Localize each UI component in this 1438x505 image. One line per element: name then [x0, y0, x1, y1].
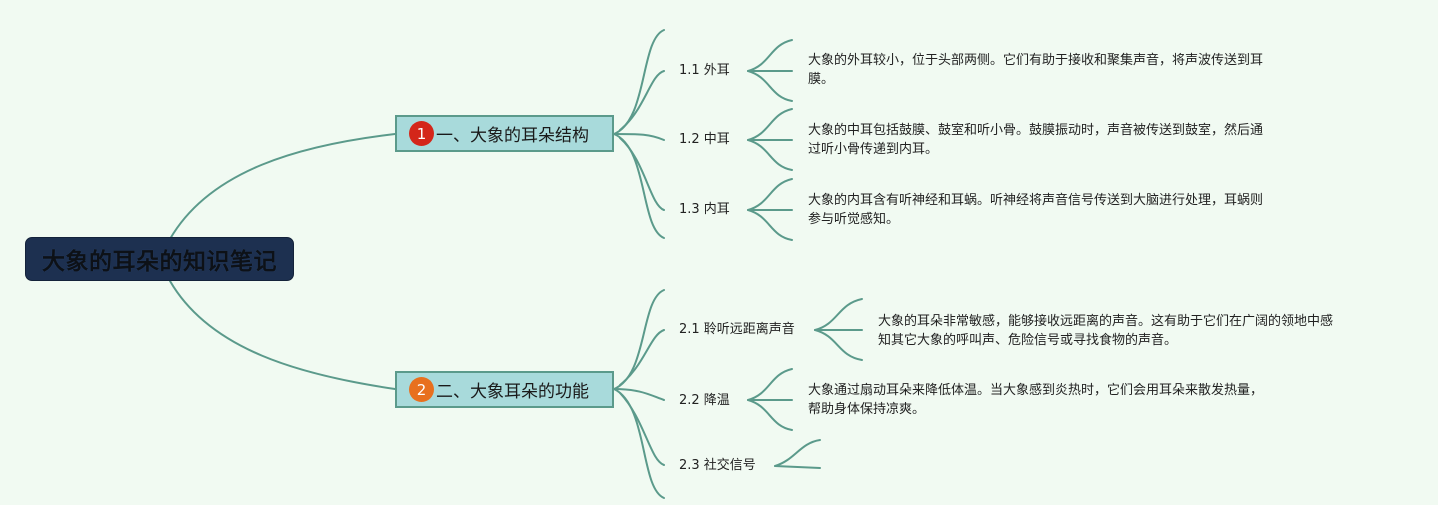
priority-1-badge-icon: 1 — [409, 121, 434, 146]
connector-branch-1-bottom — [613, 133, 665, 239]
connector-branch-1-top — [613, 29, 665, 135]
connector-branch-2-sub-1 — [619, 329, 665, 386]
branch-topic-label: 二、大象耳朵的功能 — [436, 382, 589, 402]
branch-topic-structure[interactable]: 1 一、大象的耳朵结构 — [395, 115, 614, 152]
connector-root-to-branch-1 — [169, 133, 396, 240]
connector-2-2-bottom — [747, 399, 793, 431]
subtopic-outer-ear[interactable]: 1.1 外耳 — [679, 63, 730, 78]
connector-branch-2-sub-3 — [619, 392, 665, 466]
connector-2-3-bottom — [774, 465, 821, 469]
connector-1-3-top — [747, 178, 793, 211]
connector-2-1-bottom — [814, 329, 863, 361]
connector-1-3-bottom — [747, 209, 793, 241]
subtopic-long-distance-hearing[interactable]: 2.1 聆听远距离声音 — [679, 322, 795, 337]
branch-topic-function[interactable]: 2 二、大象耳朵的功能 — [395, 371, 614, 408]
subtopic-middle-ear[interactable]: 1.2 中耳 — [679, 132, 730, 147]
note-middle-ear[interactable]: 大象的中耳包括鼓膜、鼓室和听小骨。鼓膜振动时，声音被传送到鼓室，然后通 过听小骨… — [808, 123, 1264, 157]
subtopic-social-signal[interactable]: 2.3 社交信号 — [679, 458, 756, 473]
connector-root-to-branch-2 — [169, 280, 396, 390]
connector-branch-1-mid — [613, 133, 665, 141]
connector-branch-2-bottom — [613, 388, 665, 499]
branch-topic-label: 一、大象的耳朵结构 — [436, 126, 589, 146]
root-topic-label: 大象的耳朵的知识笔记 — [42, 249, 277, 275]
subtopic-inner-ear[interactable]: 1.3 内耳 — [679, 202, 730, 217]
root-topic[interactable]: 大象的耳朵的知识笔记 — [25, 237, 294, 281]
note-inner-ear[interactable]: 大象的内耳含有听神经和耳蜗。听神经将声音信号传送到大脑进行处理，耳蜗则 参与听觉… — [808, 193, 1264, 227]
connector-1-1-top — [747, 39, 793, 72]
connector-1-2-bottom — [747, 139, 793, 171]
note-cooling[interactable]: 大象通过扇动耳朵来降低体温。当大象感到炎热时，它们会用耳朵来散发热量， 帮助身体… — [808, 383, 1264, 417]
connector-branch-2-top — [613, 289, 665, 390]
note-long-distance-hearing[interactable]: 大象的耳朵非常敏感，能够接收远距离的声音。这有助于它们在广阔的领地中感 知其它大… — [878, 314, 1334, 348]
subtopic-cooling[interactable]: 2.2 降温 — [679, 393, 730, 408]
note-outer-ear[interactable]: 大象的外耳较小，位于头部两侧。它们有助于接收和聚集声音，将声波传送到耳 膜。 — [808, 53, 1264, 87]
connector-2-2-top — [747, 368, 793, 401]
connector-branch-1-sub-3 — [619, 137, 665, 211]
connector-2-1-top — [814, 298, 863, 331]
connector-branch-2-mid — [613, 388, 665, 401]
connector-1-1-bottom — [747, 70, 793, 102]
connector-branch-1-sub-1 — [619, 70, 665, 131]
priority-2-badge-icon: 2 — [409, 377, 434, 402]
connector-1-2-top — [747, 108, 793, 141]
connector-2-3-top — [774, 439, 821, 467]
